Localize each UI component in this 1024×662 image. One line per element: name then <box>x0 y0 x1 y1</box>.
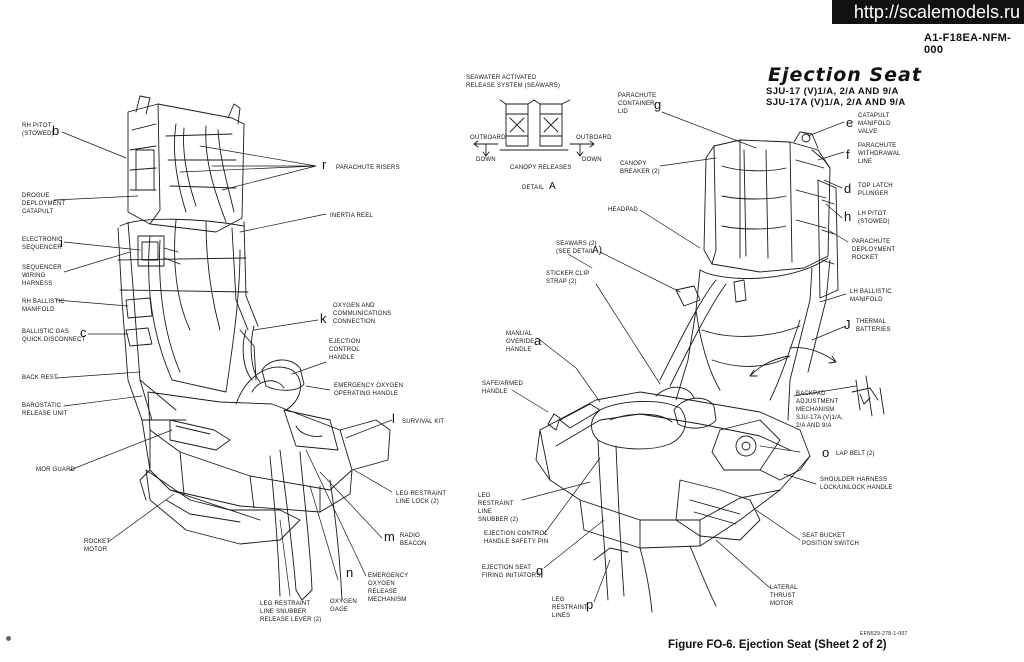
callout-o: o <box>822 445 830 460</box>
label-down-right: DOWN <box>582 157 602 163</box>
detail-a-illustration <box>473 99 595 157</box>
label-leg-restraint-lines: LEG RESTRAINT LINES <box>552 597 588 619</box>
subtitle-sju17: SJU-17 (V)1/A, 2/A AND 9/A <box>766 86 899 97</box>
label-canopy-releases: CANOPY RELEASES <box>510 165 572 171</box>
label-rh-ballistic-manifold: RH BALLISTIC MANIFOLD <box>22 299 65 313</box>
callout-m: m <box>384 529 395 544</box>
callout-l: l <box>392 411 395 426</box>
label-outboard-left: OUTBOARD <box>470 135 506 141</box>
label-ballistic-gas-disconnect: BALLISTIC GAS QUICK DISCONNECT <box>22 329 86 343</box>
label-rocket-motor: ROCKET MOTOR <box>84 539 111 553</box>
label-leg-restraint-snubber: LEG RESTRAINT LINE SNUBBER (2) <box>478 493 519 523</box>
label-detail: DETAIL <box>522 185 544 191</box>
label-lap-belt: LAP BELT (2) <box>836 451 875 457</box>
label-canopy-breaker: CANOPY BREAKER (2) <box>620 161 660 175</box>
label-detail-letter: A <box>549 181 556 192</box>
label-sticker-clip-strap: STICKER CLIP STRAP (2) <box>546 271 590 285</box>
label-parachute-container-lid: PARACHUTE CONTAINER LID <box>618 93 657 115</box>
label-manual-override-handle: MANUAL OVERIDE HANDLE <box>506 331 535 353</box>
corner-dot <box>6 636 11 641</box>
callout-a: a <box>534 333 542 348</box>
label-catapult-manifold-valve: CATAPULT MANIFOLD VALVE <box>858 113 891 135</box>
callout-p: p <box>586 597 594 612</box>
label-mor-guard: MOR GUARD <box>36 467 76 473</box>
label-rh-pitot: RH PITOT (STOWED) <box>22 123 54 137</box>
label-electronic-sequencer: ELECTRONIC SEQUENCER <box>22 237 63 251</box>
document-number: A1-F18EA-NFM-000 <box>924 32 1012 56</box>
subtitle-sju17a: SJU-17A (V)1/A, 2/A AND 9/A <box>766 97 906 108</box>
label-oxygen-gage: OXYGEN GAGE <box>330 599 357 613</box>
watermark-banner: http://scalemodels.ru <box>832 0 1024 24</box>
label-lh-ballistic-manifold: LH BALLISTIC MANIFOLD <box>850 289 892 303</box>
label-inertia-reel: INERTIA REEL <box>330 213 373 219</box>
label-down-left: DOWN <box>476 157 496 163</box>
callout-f: f <box>846 147 850 162</box>
label-oxygen-comm-connection: OXYGEN AND COMMUNICATIONS CONNECTION <box>333 303 392 325</box>
label-parachute-withdrawal-line: PARACHUTE WITHDRAWAL LINE <box>858 143 901 165</box>
label-seawars-see-detail: SEAWARS (2) (SEE DETAIL <box>556 241 597 255</box>
leader-lines <box>53 111 857 603</box>
label-ejection-control-handle: EJECTION CONTROL HANDLE <box>329 339 361 361</box>
callout-h: h <box>844 209 852 224</box>
label-top-latch-plunger: TOP LATCH PLUNGER <box>858 183 893 197</box>
label-firing-initiators: EJECTION SEAT FIRING INITIATORS <box>482 565 541 579</box>
label-seat-bucket-switch: SEAT BUCKET POSITION SWITCH <box>802 533 859 547</box>
callout-r: r <box>322 157 327 172</box>
label-lh-pitot: LH PITOT (STOWED) <box>858 211 890 225</box>
callout-n: n <box>346 565 354 580</box>
callout-j: J <box>844 317 851 332</box>
label-shoulder-harness-handle: SHOULDER HARNESS LOCK/UNLOCK HANDLE <box>820 477 893 491</box>
label-backpad-adjustment: BACKPAD ADJUSTMENT MECHANISM SJU-17A (V)… <box>796 391 844 429</box>
label-seawars-system: SEAWATER ACTIVATED RELEASE SYSTEM (SEAWA… <box>466 75 561 89</box>
label-sequencer-harness: SEQUENCER WIRING HARNESS <box>22 265 62 287</box>
label-seawars-detail-a: A) <box>592 245 602 256</box>
label-headpad: HEADPAD <box>608 207 638 213</box>
label-safe-armed-handle: SAFE/ARMED HANDLE <box>482 381 524 395</box>
callout-g: g <box>654 97 662 112</box>
callout-c: c <box>80 325 87 340</box>
callout-d: d <box>844 181 852 196</box>
callout-b: b <box>52 123 60 138</box>
label-thermal-batteries: THERMAL BATTERIES <box>856 319 891 333</box>
callout-e: e <box>846 115 854 130</box>
figure-code: EFN529-278-1-007 <box>860 631 908 637</box>
callout-i: i <box>60 235 63 250</box>
label-emergency-oxygen-release: EMERGENCY OXYGEN RELEASE MECHANISM <box>368 573 409 603</box>
label-lateral-thrust-motor: LATERAL THRUST MOTOR <box>770 585 798 607</box>
label-leg-restraint-line-lock: LEG RESTRAINT LINE LOCK (2) <box>396 491 447 505</box>
label-barostatic-release: BAROSTATIC RELEASE UNIT <box>22 403 68 417</box>
label-outboard-right: OUTBOARD <box>576 135 612 141</box>
diagram-title: Ejection Seat <box>768 64 922 86</box>
label-emergency-oxygen-handle: EMERGENCY OXYGEN OPERATING HANDLE <box>334 383 404 397</box>
label-snubber-release-lever: LEG RESTRAINT LINE SNUBBER RELEASE LEVER… <box>260 601 322 623</box>
label-ejection-handle-safety-pin: EJECTION CONTROL HANDLE SAFETY PIN <box>484 531 549 545</box>
right-seat-illustration <box>535 131 885 613</box>
callout-q: q <box>536 563 544 578</box>
callout-k: k <box>320 311 327 326</box>
label-drogue-catapult: DROGUE DEPLOYMENT CATAPULT <box>22 193 66 215</box>
figure-caption: Figure FO-6. Ejection Seat (Sheet 2 of 2… <box>668 639 887 651</box>
label-parachute-risers: PARACHUTE RISERS <box>336 165 400 171</box>
label-radio-beacon: RADIO BEACON <box>400 533 427 547</box>
label-back-rest: BACK REST <box>22 375 58 381</box>
label-survival-kit: SURVIVAL KIT <box>402 419 445 425</box>
label-parachute-deployment-rocket: PARACHUTE DEPLOYMENT ROCKET <box>852 239 896 261</box>
left-seat-illustration <box>117 95 391 601</box>
